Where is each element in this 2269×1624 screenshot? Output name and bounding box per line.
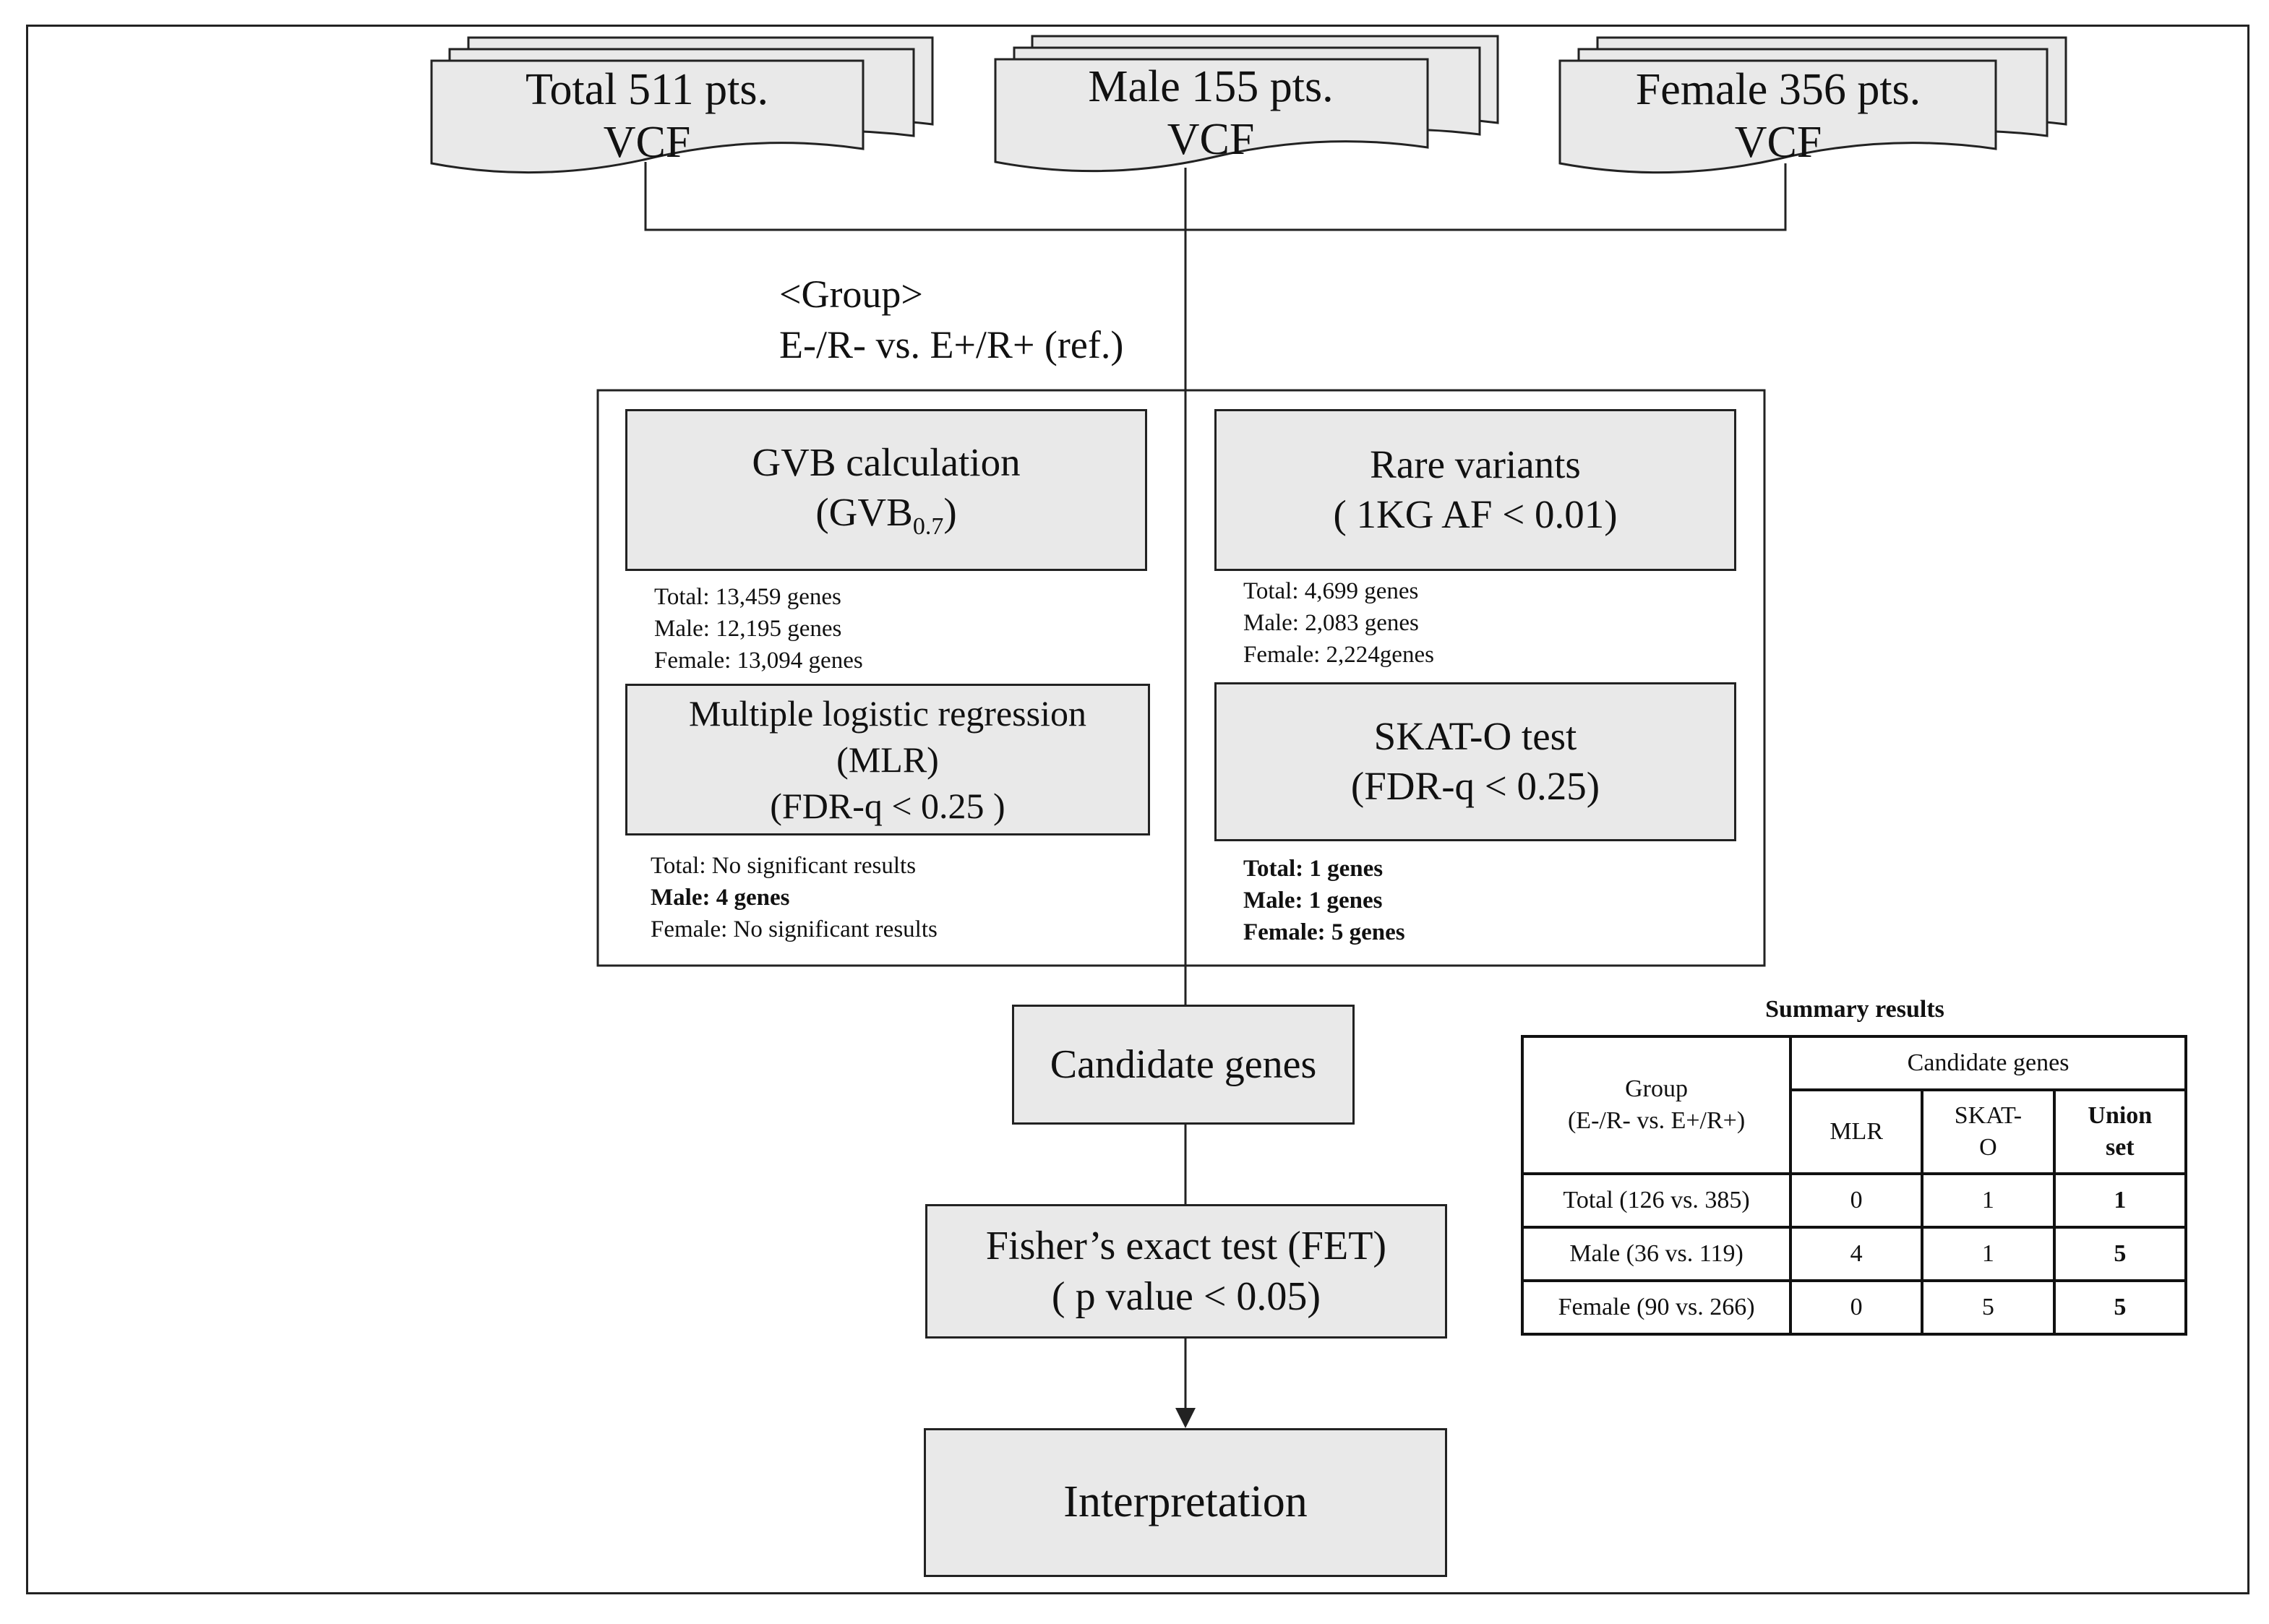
- gvb-formula: (GVB0.7): [815, 488, 956, 543]
- mlr-line-2: (MLR): [836, 739, 939, 780]
- skat-line-1: SKAT-O test: [1373, 714, 1577, 759]
- col-header-skat: SKAT- O: [1921, 1088, 2056, 1175]
- rare-stats: Total: 4,699 genes Male: 2,083 genes Fem…: [1243, 575, 1434, 671]
- group-label: <Group> E-/R- vs. E+/R+ (ref.): [779, 269, 1123, 370]
- candidate-genes-header: Candidate genes: [1789, 1035, 2187, 1091]
- vcf-line-1: Female 356 pts.: [1635, 65, 1921, 114]
- col-skat-line-2: O: [1979, 1134, 1997, 1161]
- arrow-head: [1175, 1408, 1196, 1428]
- stat-line: Male: 1 genes: [1243, 888, 1383, 914]
- rare-line-1: Rare variants: [1370, 442, 1581, 487]
- stat-line: Total: 13,459 genes: [654, 584, 841, 610]
- mlr-box: Multiple logistic regression (MLR) (FDR-…: [625, 684, 1150, 835]
- fet-box: Fisher’s exact test (FET) ( p value < 0.…: [925, 1204, 1447, 1339]
- row-group: Female (90 vs. 266): [1520, 1279, 1793, 1336]
- table-row: Male (36 vs. 119) 4 1 5: [1520, 1226, 2188, 1282]
- row-union: 1: [2052, 1172, 2188, 1229]
- row-union: 5: [2052, 1226, 2188, 1282]
- vcf-label-female: Female 356 pts. VCF: [1590, 64, 1966, 169]
- col-union-line-2: set: [2105, 1134, 2135, 1161]
- gvb-formula-end: ): [943, 489, 957, 534]
- merge-line: [644, 162, 1787, 231]
- group-comparison: E-/R- vs. E+/R+ (ref.): [779, 323, 1124, 367]
- stat-line: Male: 2,083 genes: [1243, 610, 1419, 636]
- interpretation-label: Interpretation: [1063, 1477, 1308, 1527]
- figure-frame: [26, 25, 2249, 1594]
- col-skat-line-1: SKAT-: [1954, 1101, 2023, 1129]
- vcf-stack-female: [1558, 36, 2067, 174]
- stat-line: Female: No significant results: [651, 916, 938, 942]
- row-skat: 1: [1921, 1226, 2056, 1282]
- skat-line-2: (FDR-q < 0.25): [1350, 764, 1600, 808]
- gvb-box: GVB calculation (GVB0.7): [625, 409, 1147, 571]
- group-header-cell: Group (E-/R- vs. E+/R+): [1520, 1035, 1793, 1175]
- vcf-stack-male: [994, 35, 1499, 173]
- summary-title: Summary results: [1765, 996, 1944, 1023]
- group-header-line-1: Group: [1625, 1075, 1688, 1102]
- stat-line: Female: 5 genes: [1243, 919, 1405, 945]
- row-union: 5: [2052, 1279, 2188, 1336]
- stat-line: Total: No significant results: [651, 853, 917, 879]
- vcf-line-2: VCF: [1734, 118, 1822, 168]
- summary-table: Group (E-/R- vs. E+/R+) Candidate genes …: [1520, 1035, 2188, 1336]
- vcf-sheet-front: [1558, 59, 1997, 174]
- vcf-label-total: Total 511 pts. VCF: [463, 64, 831, 169]
- row-mlr: 0: [1789, 1279, 1924, 1336]
- group-heading: <Group>: [779, 272, 923, 316]
- mlr-line-3: (FDR-q < 0.25 ): [770, 786, 1005, 826]
- row-mlr: 4: [1789, 1226, 1924, 1282]
- rare-line-2: ( 1KG AF < 0.01): [1333, 492, 1618, 536]
- rare-variants-box: Rare variants ( 1KG AF < 0.01): [1214, 409, 1736, 571]
- mlr-stats: Total: No significant results Male: 4 ge…: [651, 850, 938, 945]
- vcf-line-2: VCF: [603, 118, 691, 168]
- stat-line: Female: 2,224genes: [1243, 642, 1434, 668]
- row-group: Male (36 vs. 119): [1520, 1226, 1793, 1282]
- col-header-mlr: MLR: [1789, 1088, 1924, 1175]
- gvb-title: GVB calculation: [752, 439, 1021, 484]
- fet-line-1: Fisher’s exact test (FET): [985, 1224, 1387, 1268]
- gvb-formula-base: (GVB: [815, 489, 913, 534]
- row-skat: 1: [1921, 1172, 2056, 1229]
- vcf-line-2: VCF: [1167, 115, 1255, 165]
- skat-stats: Total: 1 genes Male: 1 genes Female: 5 g…: [1243, 853, 1405, 948]
- stat-line: Male: 12,195 genes: [654, 616, 842, 642]
- vcf-stack-total: [430, 36, 934, 174]
- vcf-sheet-front: [430, 59, 865, 174]
- stat-line: Male: 4 genes: [651, 885, 790, 911]
- vcf-line-1: Male 155 pts.: [1088, 62, 1334, 111]
- candidate-genes-box: Candidate genes: [1012, 1005, 1355, 1125]
- gvb-stats: Total: 13,459 genes Male: 12,195 genes F…: [654, 581, 863, 676]
- vcf-line-1: Total 511 pts.: [525, 65, 769, 114]
- candidate-label: Candidate genes: [1050, 1042, 1317, 1087]
- gvb-formula-sub: 0.7: [912, 512, 944, 540]
- col-header-union: Union set: [2052, 1088, 2188, 1175]
- fet-line-2: ( p value < 0.05): [1051, 1274, 1321, 1319]
- stat-line: Total: 4,699 genes: [1243, 578, 1419, 604]
- stat-line: Total: 1 genes: [1243, 856, 1384, 882]
- row-skat: 5: [1921, 1279, 2056, 1336]
- col-union-line-1: Union: [2088, 1101, 2153, 1129]
- table-row: Total (126 vs. 385) 0 1 1: [1520, 1172, 2188, 1229]
- row-mlr: 0: [1789, 1172, 1924, 1229]
- vcf-sheet-front: [994, 58, 1429, 173]
- mlr-line-1: Multiple logistic regression: [689, 693, 1086, 734]
- group-header-line-2: (E-/R- vs. E+/R+): [1567, 1107, 1746, 1134]
- skat-o-box: SKAT-O test (FDR-q < 0.25): [1214, 682, 1736, 841]
- vcf-label-male: Male 155 pts. VCF: [1026, 61, 1395, 166]
- interpretation-box: Interpretation: [924, 1428, 1447, 1577]
- table-row: Female (90 vs. 266) 0 5 5: [1520, 1279, 2188, 1336]
- stat-line: Female: 13,094 genes: [654, 648, 863, 674]
- analysis-container: [596, 389, 1766, 967]
- row-group: Total (126 vs. 385): [1520, 1172, 1793, 1229]
